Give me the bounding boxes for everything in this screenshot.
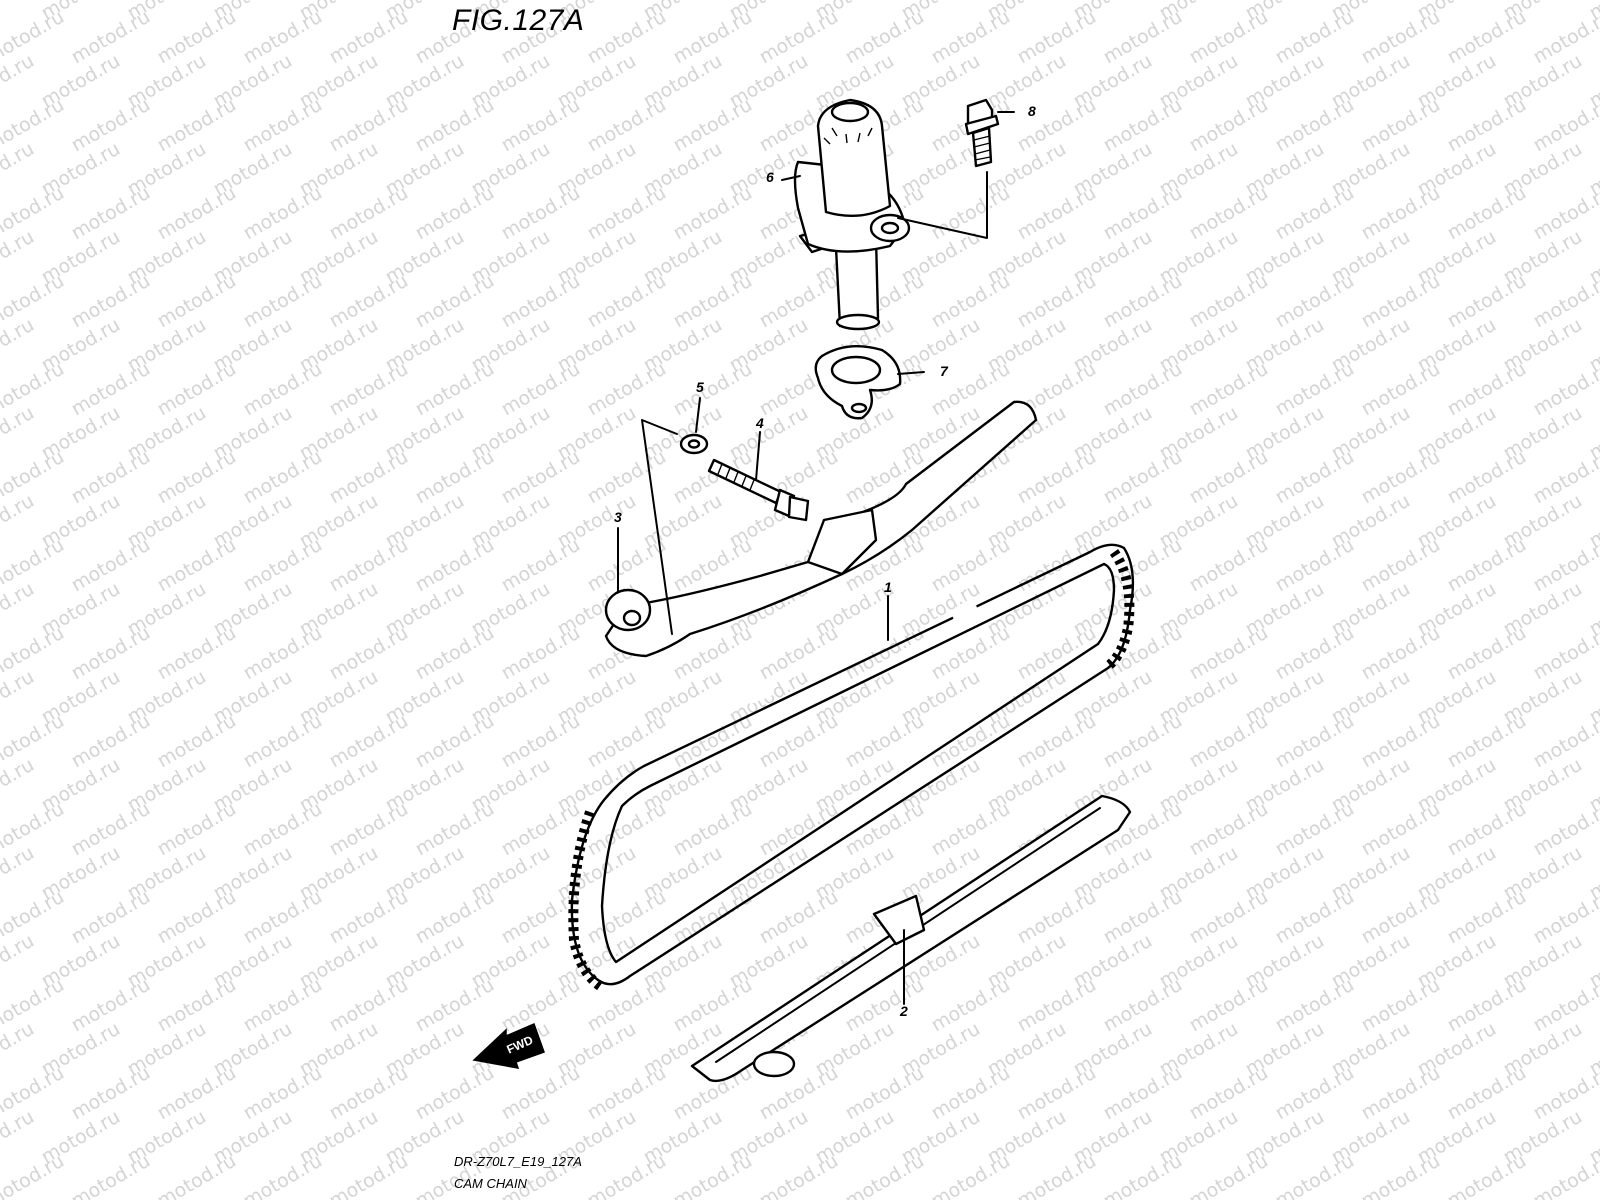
callout-leaders xyxy=(617,111,1015,1005)
fwd-arrow-icon: FWD xyxy=(472,1022,545,1069)
part-tensioner-3 xyxy=(604,400,1038,658)
callout-3: 3 xyxy=(614,509,622,525)
callout-6: 6 xyxy=(766,169,774,185)
callout-1: 1 xyxy=(884,579,892,595)
part-cam-chain-1 xyxy=(568,543,1135,991)
watermark-text: motod.ru xyxy=(1014,1150,1100,1200)
part-bolt-4 xyxy=(707,458,810,522)
callout-8: 8 xyxy=(1028,103,1036,119)
callout-4: 4 xyxy=(755,415,764,431)
watermark-text: motod.ru xyxy=(928,1150,1014,1200)
callout-2: 2 xyxy=(899,1003,908,1019)
watermark-text: motod.ru xyxy=(584,1150,670,1200)
figure-name: CAM CHAIN xyxy=(454,1176,527,1191)
watermark-text: motod.ru xyxy=(1272,1150,1358,1200)
part-chain-guide-2 xyxy=(690,794,1132,1083)
callout-5: 5 xyxy=(696,379,704,395)
part-bolt-8 xyxy=(964,98,1000,168)
watermark-text: motod.ru xyxy=(154,1150,240,1200)
watermark-text: motod.ru xyxy=(1444,1150,1530,1200)
watermark-text: motod.ru xyxy=(240,1150,326,1200)
part-washer-5 xyxy=(679,433,709,455)
watermark-text: motod.ru xyxy=(1100,1150,1186,1200)
assembly-leader-8 xyxy=(897,171,988,239)
watermark-text: motod.ru xyxy=(326,1150,412,1200)
watermark-text: motod.ru xyxy=(1186,1150,1272,1200)
callout-7: 7 xyxy=(940,363,949,379)
figure-title: FIG.127A xyxy=(452,4,585,37)
part-tension-adjuster-6 xyxy=(793,98,911,331)
watermark-text: motod.ru xyxy=(0,1150,68,1200)
assembly-leader-4-5 xyxy=(641,419,678,635)
watermark-text: motod.ru xyxy=(1358,1150,1444,1200)
figure-code: DR-Z70L7_E19_127A xyxy=(454,1154,582,1169)
watermark-text: motod.ru xyxy=(842,1150,928,1200)
watermark-text: motod.ru xyxy=(68,1150,154,1200)
part-gasket-7 xyxy=(814,345,902,420)
watermark-text: motod.ru xyxy=(756,1150,842,1200)
watermark-text: motod.ru xyxy=(670,1150,756,1200)
